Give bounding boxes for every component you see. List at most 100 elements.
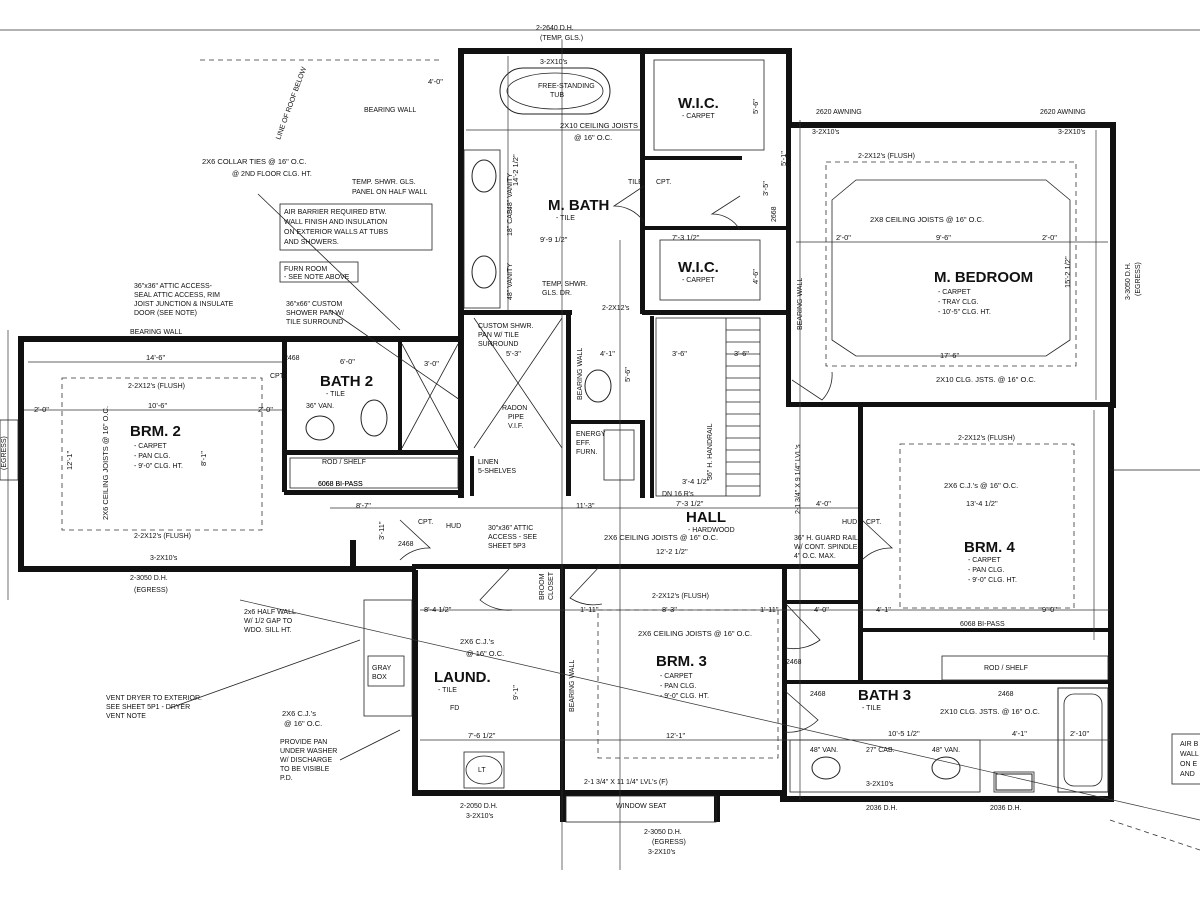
brm4-pan-ceiling: [899, 443, 1075, 609]
bath3-sink2: [931, 756, 961, 780]
dim-4-1c: 4'-1": [1012, 729, 1027, 738]
note-energy-2: EFF.: [576, 440, 590, 447]
room-note-brm2-3: - 9'-0" CLG. HT.: [134, 463, 183, 470]
dim-15-2: 15'-2 1/2": [1063, 256, 1072, 288]
note-laund-oc: @ 16" O.C.: [466, 649, 504, 658]
note-dh-bottom2: (EGRESS): [652, 839, 686, 846]
room-note-brm4-3: - 9'-0" CLG. HT.: [968, 577, 1017, 584]
dim-5-1: 5'-1": [779, 151, 788, 166]
note-rod-shelf-2: ROD / SHELF: [322, 459, 366, 466]
note-half-wall-1: 2x6 HALF WALL: [244, 609, 296, 616]
note-air-barrier-1: AIR BARRIER REQUIRED BTW.: [284, 209, 387, 216]
door-hall2: [569, 565, 603, 606]
note-air-right-3: ON E: [1180, 761, 1197, 768]
note-custom-pan-1: 36"x66" CUSTOM: [286, 301, 342, 308]
leader-line4: [339, 729, 401, 761]
room-note-brm4-1: - CARPET: [968, 557, 1001, 564]
dim-5-6b: 5'-6": [623, 367, 632, 382]
note-air-barrier-2: WALL FINISH AND INSULATION: [284, 219, 387, 226]
closet2-shelf: [289, 457, 459, 489]
wall-energy-top: [568, 420, 644, 424]
wall-linen-east: [470, 456, 474, 496]
wall-bottom-mid: [560, 790, 786, 796]
dim-1-11b: 1'-11": [760, 605, 779, 614]
bath2-wc: [360, 399, 388, 437]
wall-wic2-bottom: [642, 310, 788, 315]
label-door-2468e: 2468: [998, 691, 1014, 698]
note-air-barrier-3: ON EXTERIOR WALLS AT TUBS: [284, 229, 388, 236]
wall-bath3-top: [782, 680, 1112, 684]
note-dh-bottom: 2-3050 D.H.: [644, 829, 682, 836]
note-brm4-flush: 2-2X12's (FLUSH): [958, 435, 1015, 442]
right-note-box: [1171, 733, 1200, 785]
dim-ext-bottom: [239, 599, 1200, 821]
wall-brm2-west: [18, 336, 24, 570]
note-van48b: 48" VAN.: [932, 747, 960, 754]
energy-furn: [603, 429, 635, 481]
room-name-wic2: W.I.C.: [678, 259, 719, 276]
note-dh-right2: (EGRESS): [1135, 262, 1142, 296]
exterior-walls: [18, 48, 1116, 822]
note-bearing-vert1: BEARING WALL: [797, 278, 804, 330]
air-barrier-box: [279, 203, 433, 251]
note-radon-2: PIPE: [508, 414, 524, 421]
note-gray-box-2: BOX: [372, 674, 387, 681]
room-note-wic1: - CARPET: [682, 113, 715, 120]
dim-5-3: 5'-3": [506, 349, 521, 358]
dim-7-6: 7'-6 1/2": [468, 731, 496, 740]
wall-west-laund: [412, 570, 418, 794]
note-attic-2: SEAL ATTIC ACCESS, RIM: [134, 292, 220, 299]
note-vent-dryer-1: VENT DRYER TO EXTERIOR.: [106, 695, 202, 702]
dim-3-4: 3'-4 1/2": [682, 477, 710, 486]
room-name-hall: HALL: [686, 509, 726, 526]
dim-12-1: 12'-1": [65, 451, 74, 470]
wall-top-mbed: [786, 122, 1116, 128]
room-note-brm2-2: - PAN CLG.: [134, 453, 170, 460]
dim-4-0: 4'-0": [816, 499, 831, 508]
note-dh-laund: 2-2050 D.H.: [460, 803, 498, 810]
room-note-mbedroom-2: - TRAY CLG.: [938, 299, 979, 306]
mbed-tray-inner: [831, 179, 1071, 357]
label-door-2468c: 2468: [786, 659, 802, 666]
note-laund-joist-2: @ 16" O.C.: [284, 719, 322, 728]
wall-brm2-east-low: [350, 540, 356, 572]
note-brm4-cjs: 2X6 C.J.'s @ 16" O.C.: [944, 481, 1018, 490]
note-lvl2: 2-1 3/4" X 9 1/4" LVL's: [795, 444, 802, 514]
wall-mbath-south: [462, 310, 572, 315]
note-attic2-3: SHEET 5P3: [488, 543, 526, 550]
laund-washer: [363, 599, 413, 717]
note-attic-4: DOOR (SEE NOTE): [134, 310, 197, 317]
dim-3-5: 3'-5": [761, 181, 770, 196]
wall-bottom-laund: [412, 790, 562, 796]
dim-17-6: 17'-6": [940, 351, 959, 360]
dim-3-11: 3'-11": [377, 521, 386, 540]
door-mbed: [791, 371, 833, 401]
note-custom-shwr-2: PAN W/ TILE: [478, 332, 519, 339]
room-name-mbath: M. BATH: [548, 197, 609, 214]
note-dh-left-ext: (EGRESS): [1, 436, 8, 470]
mbath-sink2: [471, 255, 497, 289]
wall-bath2-bottom: [284, 450, 458, 455]
note-temp-shwr: TEMP. SHWR. GLS.: [352, 179, 416, 186]
note-rod-shelf-4: ROD / SHELF: [984, 665, 1028, 672]
note-half-wall-3: WDO. SILL HT.: [244, 627, 292, 634]
dim-8-7: 8'-7": [356, 501, 371, 510]
wall-wic1-bottom: [642, 156, 742, 160]
door-bath3: [783, 689, 819, 733]
note-energy-3: FURN.: [576, 449, 597, 456]
note-dh-left: 2-3050 D.H.: [130, 575, 168, 582]
note-dh-2036b: 2036 D.H.: [990, 805, 1022, 812]
label-lt: LT: [478, 767, 486, 774]
note-bearing-wall-top: BEARING WALL: [364, 107, 416, 114]
wall-brm4-west: [858, 404, 863, 574]
note-ceiling-mbed: 2X8 CEILING JOISTS @ 16" O.C.: [870, 215, 984, 224]
note-provide-pan-4: TO BE VISIBLE: [280, 766, 330, 773]
bath2-sink: [305, 415, 335, 441]
note-provide-pan-3: W/ DISCHARGE: [280, 757, 332, 764]
note-attic2-2: ACCESS - SEE: [488, 534, 537, 541]
brm2-pan-ceiling: [61, 377, 263, 531]
note-window-seat: WINDOW SEAT: [616, 803, 667, 810]
dim-7-3b: 7'-3 1/2": [676, 499, 704, 508]
note-air-right-1: AIR B: [1180, 741, 1199, 748]
dim-4-0b: 4'-0": [814, 605, 829, 614]
